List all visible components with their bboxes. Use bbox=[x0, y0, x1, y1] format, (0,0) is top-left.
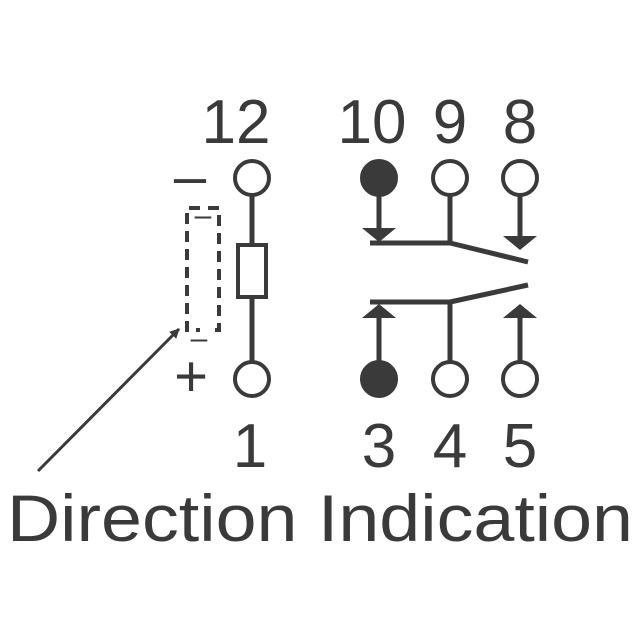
indicator-minus-mark: – bbox=[195, 199, 212, 232]
pin-label-12: 12 bbox=[202, 88, 271, 157]
pin-12-terminal bbox=[233, 159, 271, 197]
pin-label-10: 10 bbox=[338, 88, 407, 157]
pin-label-1: 1 bbox=[233, 412, 267, 481]
contact-set bbox=[360, 159, 539, 398]
direction-indicator: – – bbox=[36, 199, 221, 473]
indicator-minus-mark-lower: – bbox=[191, 322, 208, 355]
pin-label-9: 9 bbox=[433, 88, 467, 157]
lower-moving-blade bbox=[449, 282, 529, 305]
pin-5-terminal bbox=[501, 360, 539, 398]
pin-label-4: 4 bbox=[433, 412, 467, 481]
pin-3-arrow bbox=[362, 304, 396, 318]
pin-8-terminal bbox=[501, 159, 539, 197]
pin-5-arrow bbox=[503, 304, 537, 318]
indicator-dashed-box bbox=[185, 206, 221, 332]
pin-1-terminal bbox=[233, 360, 271, 398]
coil-circuit bbox=[233, 159, 271, 398]
coil-plus-sign: + bbox=[174, 344, 208, 409]
pin-label-3: 3 bbox=[362, 412, 396, 481]
pin-label-8: 8 bbox=[503, 88, 537, 157]
pin-10-terminal bbox=[360, 159, 398, 197]
pin-label-5: 5 bbox=[503, 412, 537, 481]
pin-10-arrow bbox=[362, 228, 396, 242]
pin-3-terminal bbox=[360, 360, 398, 398]
pin-8-arrow bbox=[503, 236, 537, 250]
pin-4-terminal bbox=[431, 360, 469, 398]
caption: Direction Indication bbox=[7, 481, 633, 555]
coil-resistor bbox=[236, 243, 268, 299]
coil-minus-sign: – bbox=[174, 144, 207, 209]
pointer-arrow bbox=[36, 327, 181, 473]
upper-moving-blade bbox=[449, 240, 529, 265]
pin-9-terminal bbox=[431, 159, 469, 197]
